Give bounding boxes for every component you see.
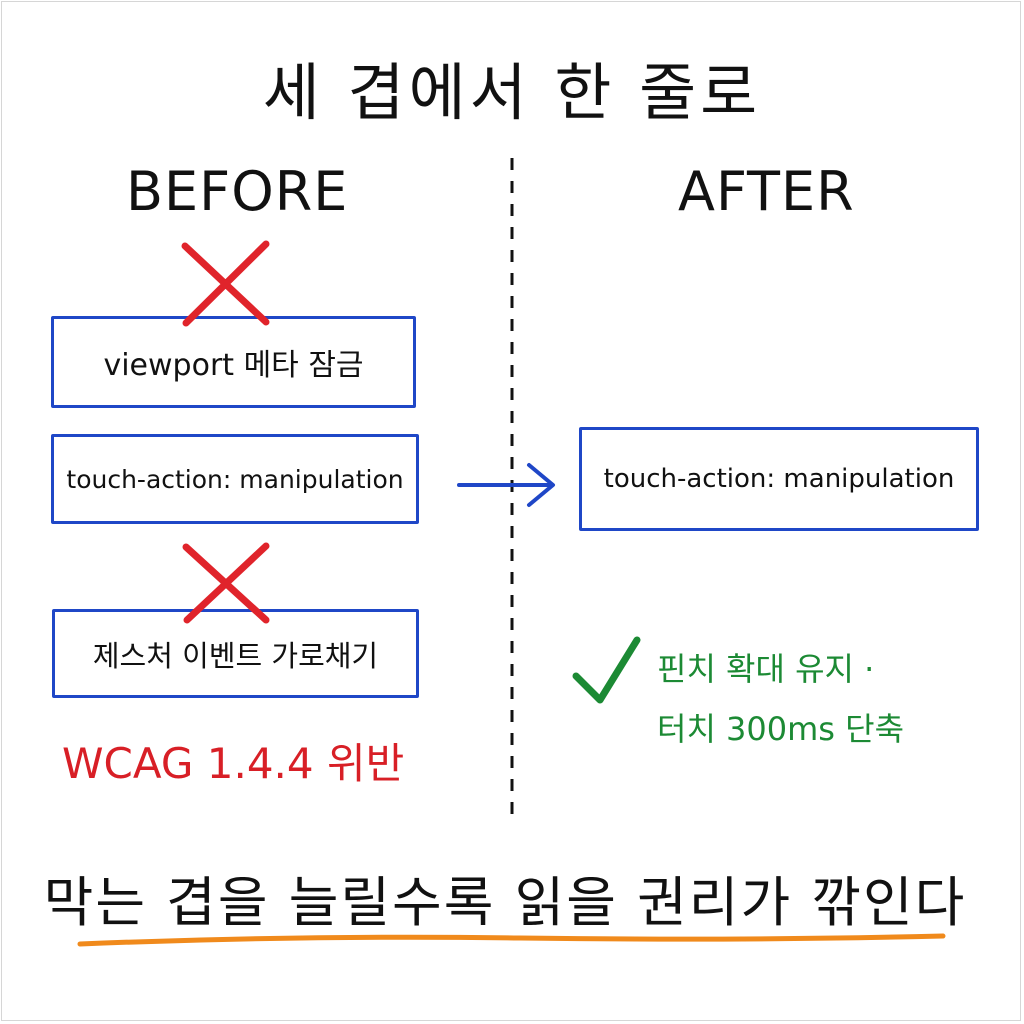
after-heading: AFTER [678,160,855,223]
viewport-lock-label: viewport 메타 잠금 [103,348,364,383]
result-line-touch-delay: 터치 300ms 단축 [657,710,905,748]
conclusion-text: 막는 겹을 늘릴수록 읽을 권리가 깎인다 [43,871,967,934]
viewport-lock-box: viewport 메타 잠금 [51,316,416,408]
wcag-violation-label: WCAG 1.4.4 위반 [62,739,405,788]
touch-action-before-box: touch-action: manipulation [51,434,419,524]
result-line-pinch-zoom: 핀치 확대 유지 · [657,650,875,688]
touch-action-after-box: touch-action: manipulation [579,427,979,531]
diagram-title: 세 겹에서 한 줄로 [262,56,762,129]
cross-mark-icon [181,240,270,327]
touch-action-after-label: touch-action: manipulation [603,464,955,494]
gesture-intercept-label: 제스처 이벤트 가로채기 [92,638,379,673]
right-arrow-icon [457,463,555,507]
check-mark-icon [572,636,641,704]
cross-mark-icon [182,542,270,624]
conclusion-underline [77,933,946,947]
before-heading: BEFORE [126,160,349,223]
gesture-intercept-box: 제스처 이벤트 가로채기 [52,609,419,698]
touch-action-before-label: touch-action: manipulation [66,464,404,494]
